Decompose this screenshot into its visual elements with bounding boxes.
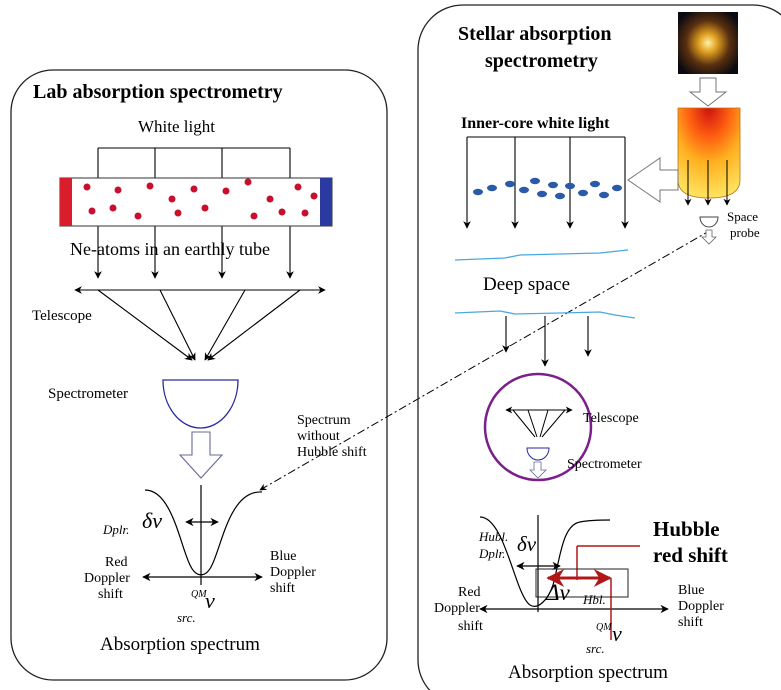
left-src-label: src. [177, 610, 196, 625]
left-delta-nu: δν [142, 508, 162, 533]
left-red-shift-2: Doppler [84, 571, 130, 586]
right-spectrometer-label: Spectrometer [567, 457, 642, 472]
left-blue-shift-1: Blue [270, 549, 296, 564]
deep-space-label: Deep space [483, 274, 570, 295]
left-blue-shift-2: Doppler [270, 565, 316, 580]
galaxy-down-arrow [688, 77, 728, 107]
deep-space-line-2 [454, 310, 636, 319]
right-title-2: spectrometry [485, 50, 598, 72]
center-note-2: without [297, 429, 340, 444]
left-qm-label: QM [191, 589, 207, 600]
right-src-label: src. [586, 641, 605, 656]
right-spectrometer-arrow [529, 461, 547, 479]
tube-blue-end [320, 178, 332, 226]
right-spectrometer [526, 447, 550, 461]
hubl-label: Hubl. [478, 529, 508, 544]
hubble-red-shift-1: Hubble [653, 517, 720, 541]
left-telescope-label: Telescope [32, 308, 92, 324]
right-dplr-label: Dplr. [478, 546, 505, 561]
left-spectrometer-label: Spectrometer [48, 386, 128, 402]
center-note-1: Spectrum [297, 413, 351, 428]
deep-space-rays [502, 316, 592, 367]
right-qm-label: QM [596, 622, 612, 633]
hubble-red-shift-2: red shift [653, 543, 728, 567]
hubble-shift-lines [535, 545, 640, 640]
right-title-1: Stellar absorption [458, 23, 612, 45]
telescope-circle [483, 372, 593, 482]
left-spectrometer [162, 379, 239, 429]
left-panel-title: Lab absorption spectrometry [33, 81, 283, 103]
right-blue-shift-3: shift [678, 615, 703, 630]
left-absorption-curve [142, 485, 263, 585]
stellar-gas-atoms [473, 177, 622, 200]
neon-tube [59, 177, 333, 227]
tube-red-end [60, 178, 72, 226]
left-telescope [74, 286, 326, 361]
left-dplr-label: Dplr. [102, 522, 129, 537]
left-output-arrow [178, 431, 224, 479]
left-red-shift-3: shift [98, 587, 123, 602]
galaxy-image [678, 12, 738, 74]
right-telescope-label: Telescope [583, 411, 639, 426]
space-probe-label-2: probe [730, 225, 760, 240]
right-red-shift-2: Doppler [434, 601, 480, 616]
hbl-label: Hbl. [582, 592, 606, 607]
space-probe-label-1: Space [727, 209, 758, 224]
right-blue-shift-2: Doppler [678, 599, 724, 614]
neon-atoms [83, 178, 318, 220]
left-absorption-label: Absorption spectrum [100, 634, 260, 655]
right-absorption-curve [479, 515, 669, 614]
white-light-rays [94, 147, 294, 279]
dash-dot-link [259, 229, 712, 491]
center-note-3: Hubble shift [297, 445, 367, 460]
star-rays [684, 160, 731, 206]
right-red-shift-3: shift [458, 619, 483, 634]
right-panel-frame [417, 4, 781, 690]
deep-space-line-1 [454, 249, 629, 261]
right-red-shift-1: Red [458, 585, 481, 600]
right-nu-label: ν [612, 621, 622, 646]
right-telescope [505, 406, 573, 438]
tube-label: Ne-atoms in an earthly tube [70, 239, 270, 259]
inner-core-rays [463, 136, 629, 229]
inner-core-label: Inner-core white light [461, 115, 610, 132]
left-red-shift-1: Red [105, 555, 128, 570]
star-to-core-arrow [627, 157, 679, 203]
left-blue-shift-3: shift [270, 581, 295, 596]
left-panel-frame [10, 69, 388, 681]
space-probe [699, 216, 719, 228]
left-nu-label: ν [205, 588, 215, 613]
big-delta-nu: Δν [545, 580, 570, 605]
space-probe-arrow [701, 229, 717, 245]
right-absorption-label: Absorption spectrum [508, 662, 668, 683]
right-delta-nu: δν [517, 532, 537, 556]
star-cross-section [677, 107, 741, 199]
white-light-label: White light [138, 117, 215, 136]
right-blue-shift-1: Blue [678, 583, 704, 598]
